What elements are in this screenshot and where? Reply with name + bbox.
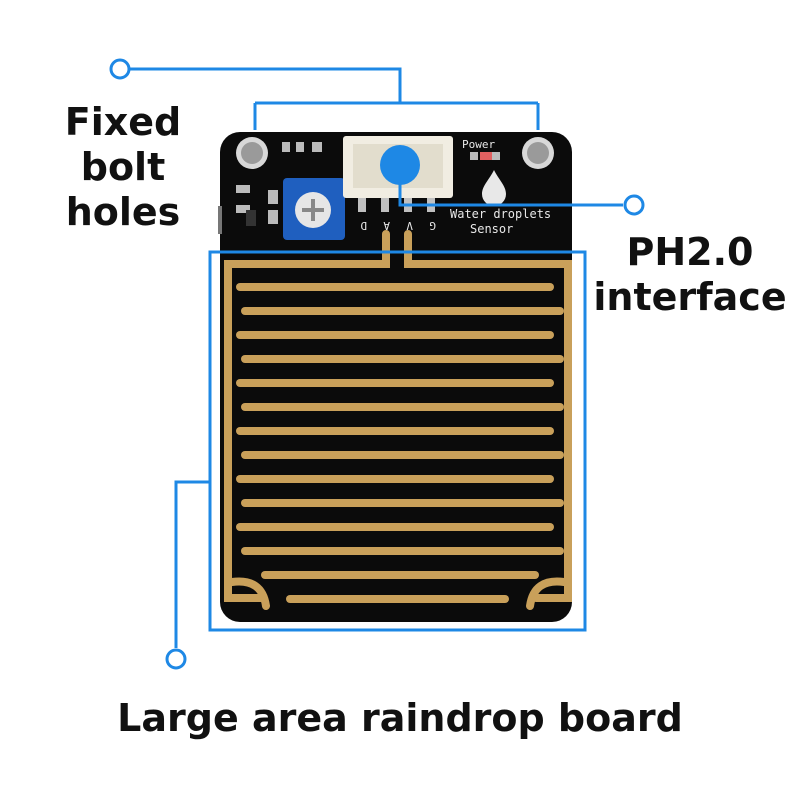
silk-pin-g: G (429, 219, 436, 232)
callout-lines (130, 67, 623, 648)
label-ph-line1: PH2.0 (626, 230, 754, 274)
label-ph-line2: interface (593, 274, 787, 319)
callout-markers (109, 58, 645, 670)
marker-holes (109, 58, 131, 80)
mounting-holes (236, 137, 554, 169)
silk-name-line2: Sensor (470, 222, 513, 236)
callout-board (174, 480, 210, 648)
label-ph2-interface: PH2.0 interface (590, 230, 790, 320)
ph2-highlight-dot (380, 145, 420, 185)
raindrop-traces (224, 230, 572, 610)
water-drop-icon (482, 170, 506, 206)
marker-ph (623, 194, 645, 216)
callout-ph (398, 180, 623, 207)
smd-components (218, 142, 500, 234)
potentiometer (283, 178, 345, 240)
silk-pin-v: V (406, 219, 413, 232)
callout-holes (130, 67, 540, 130)
silk-name-line1: Water droplets (450, 207, 551, 221)
label-holes-line2: bolt holes (65, 144, 181, 234)
marker-board (165, 648, 187, 670)
silk-pin-d: D (360, 219, 367, 232)
label-holes-line1: Fixed (64, 100, 182, 144)
label-raindrop-board: Large area raindrop board (117, 696, 683, 740)
silk-power: Power (462, 138, 495, 151)
label-fixed-bolt-holes: Fixed bolt holes (18, 100, 228, 234)
callout-board-frame (208, 250, 587, 632)
silk-pin-a: A (383, 219, 390, 232)
